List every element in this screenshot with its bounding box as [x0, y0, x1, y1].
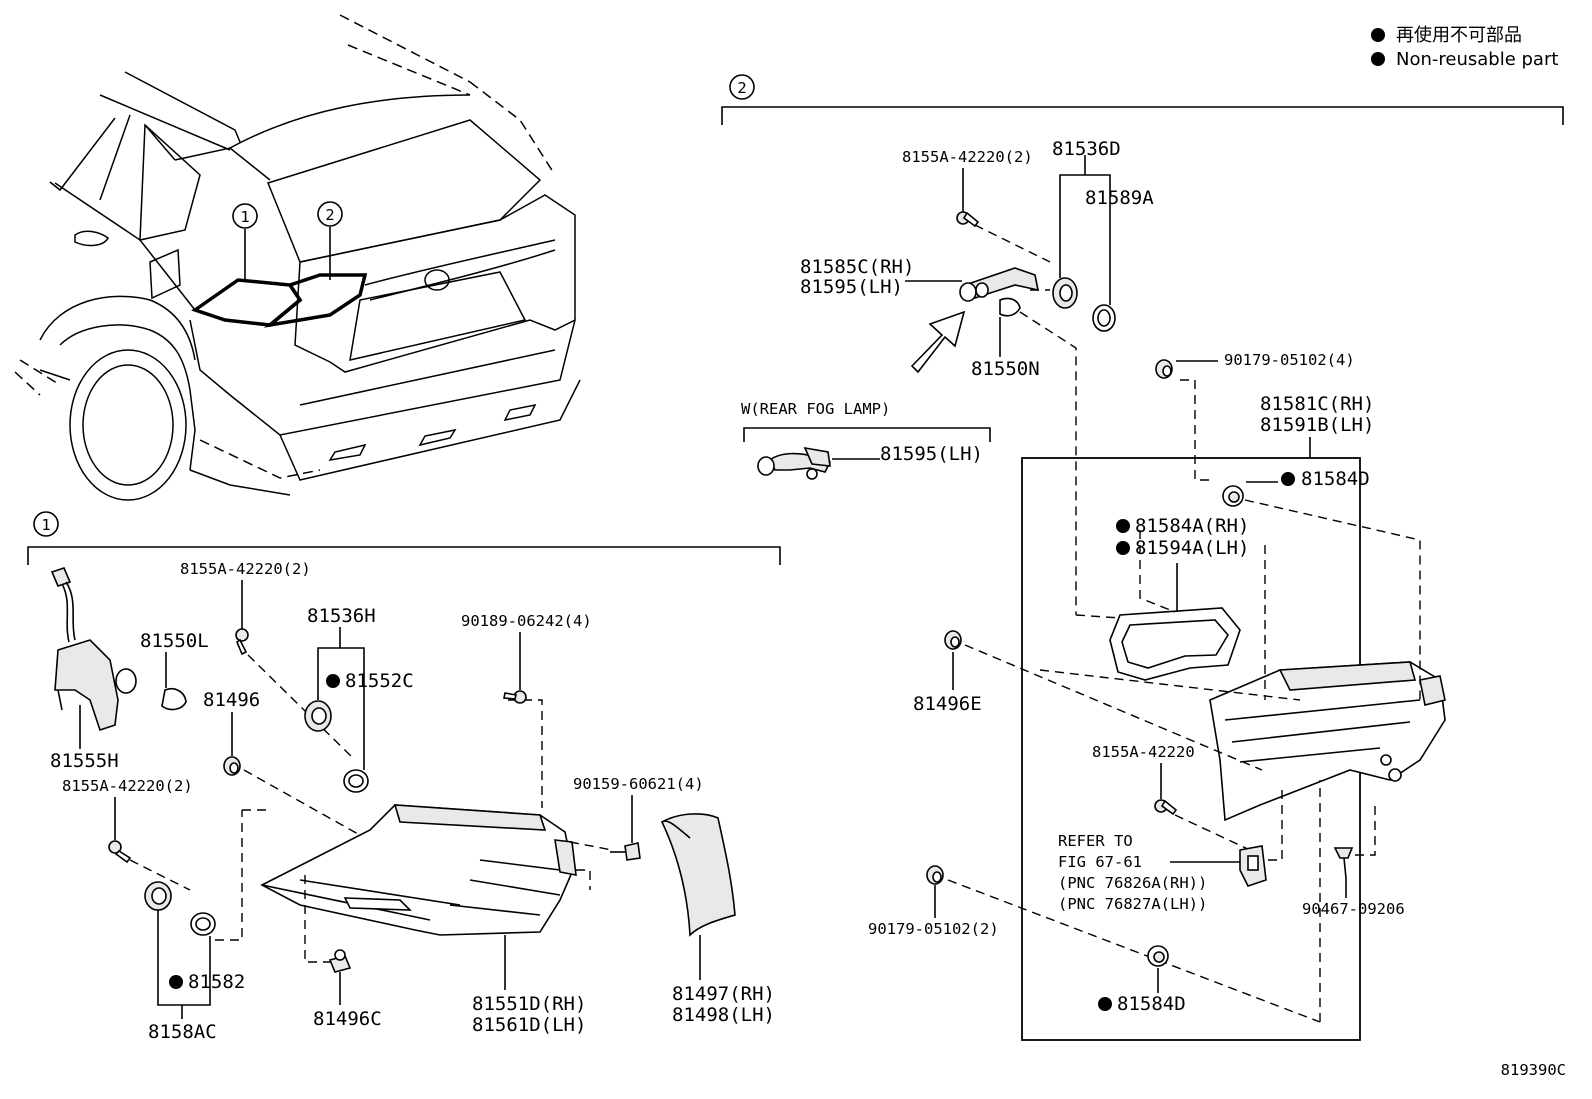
fog-socket-81595: [757, 446, 832, 480]
label-90467-09206: 90467-09206: [1302, 900, 1405, 918]
label-81584D-bottom: 81584D: [1117, 993, 1186, 1015]
label-81585C-rh: 81585C(RH): [800, 256, 914, 278]
label-81497-rh: 81497(RH): [672, 983, 775, 1005]
grommet-81584D-bottom: [1147, 945, 1169, 967]
label-refer-pnc-rh: (PNC 76826A(RH)): [1058, 874, 1207, 892]
gasket-81589A: [1092, 304, 1116, 332]
legend-dot-icon: [1371, 28, 1385, 42]
label-81555H: 81555H: [50, 750, 119, 772]
screw-8155A-42220-top: [956, 211, 980, 228]
label-refer-fig: FIG 67-61: [1058, 853, 1142, 871]
section-marker-2: 2: [737, 79, 746, 97]
grommet-81496C: [328, 949, 352, 973]
section-marker-1: 1: [41, 516, 50, 534]
label-8155A-42220-2-left: 8155A-42220(2): [62, 777, 193, 795]
non-reusable-dot-icon: [1116, 519, 1130, 533]
grommet-81496: [223, 756, 241, 776]
non-reusable-dot-icon: [1116, 541, 1130, 555]
label-81550N: 81550N: [971, 358, 1040, 380]
label-90159-60621-4: 90159-60621(4): [573, 775, 704, 793]
lamp-body-81551D: [260, 804, 577, 936]
reflector-81497: [660, 813, 736, 937]
non-reusable-dot-icon: [1098, 997, 1112, 1011]
label-81594A-lh: 81594A(LH): [1135, 537, 1249, 559]
figure-code: 819390C: [1501, 1061, 1566, 1079]
clip-90467-09206: [1333, 847, 1354, 879]
bulb-81550N: [999, 297, 1021, 317]
socket-wire-81585C: [959, 267, 1040, 302]
label-81496: 81496: [203, 689, 260, 711]
gasket-81552C: [343, 769, 369, 793]
non-reusable-dot-icon: [169, 975, 183, 989]
label-90179-05102-2: 90179-05102(2): [868, 920, 999, 938]
label-81551D-rh: 81551D(RH): [472, 993, 586, 1015]
legend-line-en: Non-reusable part: [1396, 49, 1558, 70]
wire-harness-81555H: [50, 567, 137, 732]
label-81595-lh-fog: 81595(LH): [880, 443, 983, 465]
label-8158AC: 8158AC: [148, 1021, 217, 1043]
label-81552C: 81552C: [345, 670, 414, 692]
clip-90179-05102-top: [1155, 359, 1173, 379]
clip-90179-05102-bottom: [926, 865, 944, 885]
label-81595-lh: 81595(LH): [800, 276, 903, 298]
vehicle-rear-illustration: 1 2: [14, 14, 581, 501]
label-81582: 81582: [188, 971, 245, 993]
label-8155A-42220-2-top: 8155A-42220(2): [180, 560, 311, 578]
clip-90159-60621: [610, 842, 641, 861]
legend-dot-icon: [1371, 52, 1385, 66]
car-callout-2: 2: [325, 206, 334, 224]
label-81496C: 81496C: [313, 1008, 382, 1030]
label-81536H: 81536H: [307, 605, 376, 627]
label-81498-lh: 81498(LH): [672, 1004, 775, 1026]
grommet-81496E: [944, 630, 962, 650]
lamp-body-81581C: [1209, 661, 1446, 822]
label-90189-06242-4: 90189-06242(4): [461, 612, 592, 630]
group-2: 2 8155A-42220(2) 81536D 81589A 81585C(RH…: [721, 74, 1564, 1041]
label-81584D-top: 81584D: [1301, 468, 1370, 490]
screw-8155A-42220-left: [108, 840, 132, 864]
label-refer-pnc-lh: (PNC 76827A(LH)): [1058, 895, 1207, 913]
socket-8158AC: [144, 881, 172, 911]
socket-81536D: [1052, 277, 1078, 309]
label-81589A: 81589A: [1085, 187, 1154, 209]
legend-line-jp: 再使用不可部品: [1396, 25, 1522, 46]
label-81561D-lh: 81561D(LH): [472, 1014, 586, 1036]
bulb-81550L: [161, 687, 187, 711]
label-81496E: 81496E: [913, 693, 982, 715]
label-81550L: 81550L: [140, 630, 209, 652]
label-81584A-rh: 81584A(RH): [1135, 515, 1249, 537]
car-callout-1: 1: [240, 208, 249, 226]
non-reusable-dot-icon: [326, 674, 340, 688]
screw-90189-06242: [503, 690, 527, 704]
label-8155A-42220: 8155A-42220: [1092, 743, 1195, 761]
screw-8155A-42220-top: [235, 628, 249, 656]
label-81581C-rh: 81581C(RH): [1260, 393, 1374, 415]
connector-ref-fig-67-61: [1239, 845, 1267, 887]
direction-arrow-icon: [910, 310, 966, 374]
label-90179-05102-4: 90179-05102(4): [1224, 351, 1355, 369]
label-rear-fog-lamp: W(REAR FOG LAMP): [741, 400, 890, 418]
label-81591B-lh: 81591B(LH): [1260, 414, 1374, 436]
label-refer-to: REFER TO: [1058, 832, 1133, 850]
gasket-81582: [190, 912, 216, 936]
group-1: 1 8155A-42220(2) 81536H 81552C 90189-062…: [27, 511, 781, 1043]
screw-8155A-42220: [1154, 799, 1178, 816]
socket-81536H: [304, 700, 332, 732]
label-81536D: 81536D: [1052, 138, 1121, 160]
legend: 再使用不可部品 Non-reusable part: [1371, 25, 1558, 70]
gasket-81584A: [1109, 607, 1241, 681]
label-8155A-42220-2: 8155A-42220(2): [902, 148, 1033, 166]
non-reusable-dot-icon: [1281, 472, 1295, 486]
grommet-81584D-top: [1222, 485, 1244, 507]
